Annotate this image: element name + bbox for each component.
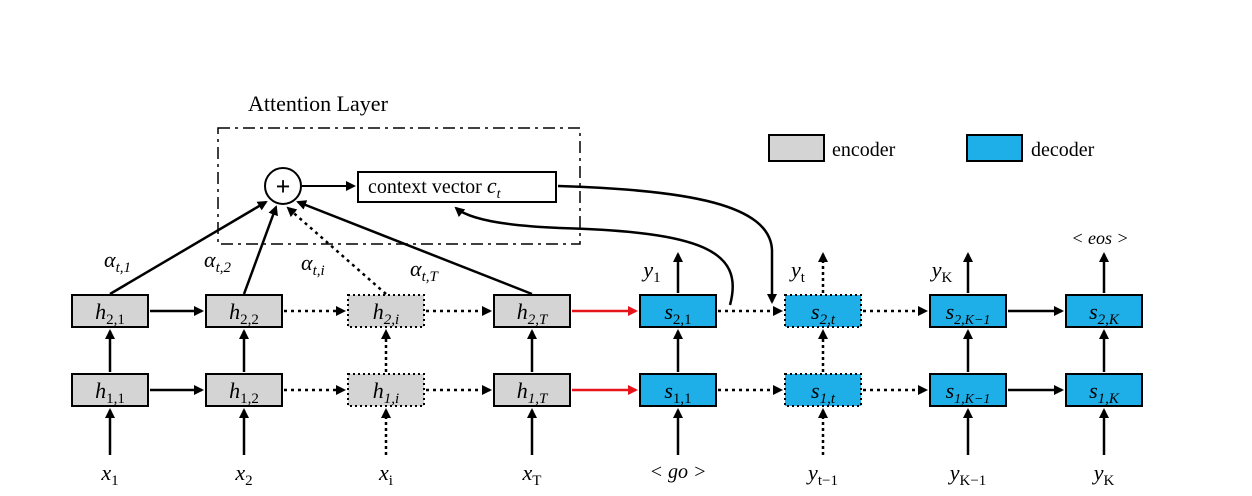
decoder-output-eos: < eos > bbox=[1071, 228, 1128, 248]
legend: encoder decoder bbox=[768, 134, 1095, 162]
arrow-h21-sum bbox=[109, 200, 268, 296]
sum-node bbox=[264, 167, 302, 205]
decoder-s1K-label: s1,K bbox=[1089, 378, 1120, 407]
encoder-horizontal-arrows bbox=[150, 306, 492, 395]
attention-layer-title: Attention Layer bbox=[248, 91, 389, 116]
legend-decoder-swatch bbox=[966, 134, 1023, 162]
encoder-h1i-box bbox=[347, 373, 425, 407]
arrow-h2i-sum bbox=[286, 206, 387, 295]
encoder-h1T-box bbox=[493, 373, 571, 407]
arrow-h2T-sum bbox=[296, 200, 533, 296]
weight-label-ti: αt,i bbox=[301, 250, 325, 279]
encoder-h22-box bbox=[205, 294, 283, 328]
encoder-h2T-label: h2,T bbox=[517, 299, 549, 328]
encoder-input-xT: xT bbox=[522, 460, 542, 489]
decoder-layer-arrows bbox=[673, 329, 1109, 372]
encoder-h2i-box bbox=[347, 294, 425, 328]
encoder-inputs: x1 x2 xi xT bbox=[100, 460, 541, 489]
arrow-s21-to-context bbox=[454, 206, 734, 306]
decoder-s11-box bbox=[639, 373, 717, 407]
decoder-s2K-box bbox=[1065, 294, 1143, 328]
decoder-input-yt-1: yt−1 bbox=[806, 460, 838, 489]
decoder-s1t-label: s1,t bbox=[811, 378, 836, 407]
weight-label-t1: αt,1 bbox=[104, 247, 131, 276]
weight-label-tT: αt,T bbox=[410, 256, 439, 285]
attention-weight-labels: αt,1 αt,2 αt,i αt,T bbox=[104, 247, 439, 285]
legend-decoder-label: decoder bbox=[1031, 139, 1095, 161]
decoder-input-yK: yK bbox=[1092, 460, 1115, 489]
decoder-s1K-box bbox=[1065, 373, 1143, 407]
weight-label-t2: αt,2 bbox=[204, 247, 231, 276]
encoder-h11-label: h1,1 bbox=[95, 378, 125, 407]
decoder-input-arrows bbox=[673, 408, 1109, 455]
decoder-output-yt: yt bbox=[789, 257, 806, 286]
encoder-h12-label: h1,2 bbox=[229, 378, 259, 407]
decoder-top-row: s2,1 s2,t s2,K−1 s2,K bbox=[639, 294, 1143, 328]
decoder-input-yK-1: yK−1 bbox=[948, 460, 987, 489]
encoder-h21-label: h2,1 bbox=[95, 299, 125, 328]
arrow-h22-sum bbox=[242, 205, 278, 295]
decoder-s1t-box bbox=[784, 373, 862, 407]
encoder-h12-box bbox=[205, 373, 283, 407]
encoder-layer-arrows bbox=[105, 329, 537, 372]
decoder-s2K-1-label: s2,K−1 bbox=[946, 299, 991, 328]
decoder-s2t-box bbox=[784, 294, 862, 328]
decoder-s2K-1-box bbox=[929, 294, 1007, 328]
encoder-h1T-label: h1,T bbox=[517, 378, 549, 407]
encoder-h1i-label: h1,i bbox=[373, 378, 399, 407]
legend-encoder-label: encoder bbox=[832, 139, 896, 161]
encoder-bottom-row: h1,1 h1,2 h1,i h1,T bbox=[71, 373, 571, 407]
encoder-input-x2: x2 bbox=[234, 460, 252, 489]
encoder-top-row: h2,1 h2,2 h2,i h2,T bbox=[71, 294, 571, 328]
decoder-input-go: < go > bbox=[650, 461, 707, 483]
decoder-s2t-label: s2,t bbox=[811, 299, 836, 328]
encoder-h11-box bbox=[71, 373, 149, 407]
arrow-context-to-s2t bbox=[557, 184, 777, 304]
decoder-output-y1: y1 bbox=[641, 257, 660, 286]
encoder-h21-box bbox=[71, 294, 149, 328]
context-vector-label: context vector ct bbox=[368, 173, 502, 202]
encoder-input-arrows bbox=[105, 408, 537, 455]
decoder-s1K-1-label: s1,K−1 bbox=[946, 378, 991, 407]
decoder-s21-box bbox=[639, 294, 717, 328]
decoder-inputs: < go > yt−1 yK−1 yK bbox=[650, 460, 1115, 489]
decoder-outputs: y1 yt yK < eos > bbox=[641, 228, 1128, 286]
decoder-bottom-row: s1,1 s1,t s1,K−1 s1,K bbox=[639, 373, 1143, 407]
decoder-s11-label: s1,1 bbox=[664, 378, 691, 407]
decoder-s21-label: s2,1 bbox=[664, 299, 691, 328]
attention-weight-arrows bbox=[109, 200, 533, 296]
decoder-s2K-label: s2,K bbox=[1089, 299, 1120, 328]
encoder-h22-label: h2,2 bbox=[229, 299, 259, 328]
decoder-output-yK: yK bbox=[930, 257, 953, 286]
legend-encoder-swatch bbox=[768, 134, 825, 162]
encoder-input-xi: xi bbox=[378, 460, 393, 489]
encoder-input-x1: x1 bbox=[100, 460, 118, 489]
encoder-h2i-label: h2,i bbox=[373, 299, 399, 328]
decoder-horizontal-arrows bbox=[718, 306, 1064, 395]
plus-symbol: + bbox=[276, 172, 291, 201]
decoder-s1K-1-box bbox=[929, 373, 1007, 407]
context-vector-box bbox=[357, 171, 557, 203]
encoder-h2T-box bbox=[493, 294, 571, 328]
decoder-output-arrows bbox=[673, 252, 1109, 293]
